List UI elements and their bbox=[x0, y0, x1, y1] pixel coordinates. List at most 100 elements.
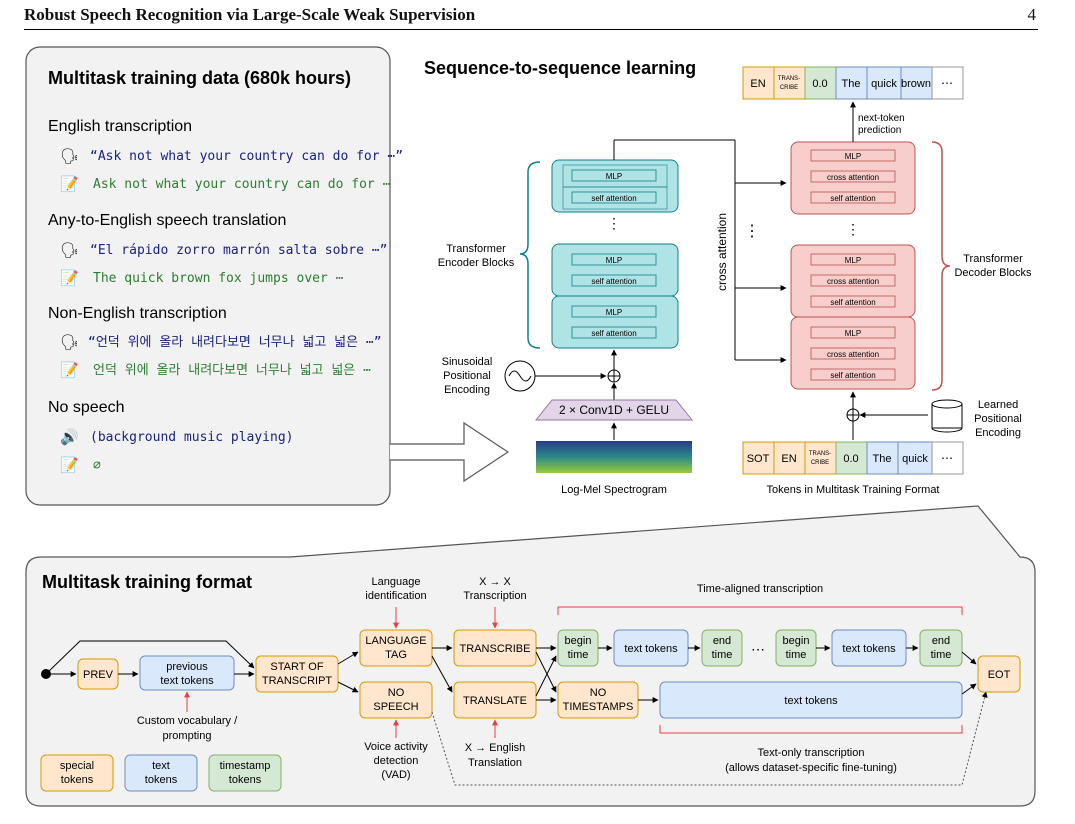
section-heading: Non-English transcription bbox=[48, 305, 227, 322]
notepad-icon: 📝 bbox=[60, 456, 79, 474]
begin-time-label: time bbox=[568, 649, 589, 661]
data-panel: Multitask training data (680k hours) Eng… bbox=[25, 46, 403, 506]
learned-label: Positional bbox=[974, 413, 1022, 425]
token: CRIBE bbox=[780, 85, 798, 91]
lang-id-label: identification bbox=[365, 590, 426, 602]
spectrogram-image bbox=[536, 441, 692, 473]
time-aligned-label: Time-aligned transcription bbox=[697, 583, 823, 595]
speaker-icon: 🗣 bbox=[60, 242, 79, 259]
self-attention-label: self attention bbox=[830, 194, 875, 203]
token: 0.0 bbox=[843, 453, 858, 465]
mlp-label: MLP bbox=[845, 329, 861, 338]
section-heading: No speech bbox=[48, 399, 125, 416]
token: CRIBE bbox=[811, 460, 829, 466]
end-time-token bbox=[919, 629, 963, 667]
token: brown bbox=[901, 78, 931, 90]
prev-text-label: text tokens bbox=[160, 675, 214, 687]
format-panel-title: Multitask training format bbox=[42, 572, 252, 592]
x-to-x-label: X → X bbox=[479, 576, 511, 588]
legend-text-label: tokens bbox=[145, 774, 178, 786]
mlp-label: MLP bbox=[606, 308, 622, 317]
mlp-label: MLP bbox=[845, 152, 861, 161]
decoder-label: Transformer bbox=[963, 253, 1023, 265]
database-icon bbox=[931, 399, 963, 433]
legend-special-label: special bbox=[60, 760, 94, 772]
no-speech-token bbox=[359, 681, 433, 719]
next-token-label: next-token bbox=[858, 113, 905, 124]
vertical-ellipsis: ⋮ bbox=[607, 215, 621, 231]
text-only-bracket bbox=[659, 725, 963, 734]
no-timestamps-label: NO bbox=[590, 687, 607, 699]
token: TRANS- bbox=[778, 76, 800, 82]
running-header: Robust Speech Recognition via Large-Scal… bbox=[24, 5, 1038, 30]
transcript-sample: ∅ bbox=[93, 458, 101, 473]
end-time-label: time bbox=[712, 649, 733, 661]
no-speech-label: NO bbox=[388, 687, 405, 699]
conv-label: 2 × Conv1D + GELU bbox=[559, 403, 669, 417]
positional-label: Sinusoidal bbox=[442, 356, 493, 368]
vertical-ellipsis: ⋮ bbox=[744, 223, 760, 240]
encoder-stack: MLP self attention ⋮ MLP self attention … bbox=[551, 159, 679, 349]
mlp-label: MLP bbox=[606, 256, 622, 265]
output-token-row: EN TRANS- CRIBE 0.0 The quick brown ⋯ bbox=[742, 66, 964, 100]
input-token-row: SOT EN TRANS- CRIBE 0.0 The quick ⋯ bbox=[742, 441, 964, 475]
spectrogram-label: Log-Mel Spectrogram bbox=[561, 484, 667, 496]
cross-attention-label: cross attention bbox=[827, 350, 879, 359]
decoder-brace bbox=[931, 141, 951, 391]
positional-label: Positional bbox=[443, 370, 491, 382]
token: quick bbox=[902, 453, 928, 465]
next-token-label: prediction bbox=[858, 125, 901, 136]
text-tokens-label: text tokens bbox=[624, 643, 678, 655]
vertical-ellipsis: ⋮ bbox=[846, 221, 860, 237]
time-aligned-bracket bbox=[557, 606, 963, 615]
custom-vocab-label: Custom vocabulary / bbox=[137, 715, 238, 727]
begin-time-label: time bbox=[786, 649, 807, 661]
decoder-label: Decoder Blocks bbox=[954, 267, 1032, 279]
encoder-label: Encoder Blocks bbox=[438, 257, 515, 269]
token: ⋯ bbox=[941, 451, 953, 465]
end-time-label: end bbox=[713, 635, 731, 647]
no-speech-label: SPEECH bbox=[373, 701, 418, 713]
token: The bbox=[873, 453, 892, 465]
legend-text-label: text bbox=[152, 760, 170, 772]
text-tokens-label: text tokens bbox=[784, 695, 838, 707]
section-heading: Any-to-English speech translation bbox=[48, 212, 286, 229]
transcript-sample: 언덕 위에 올라 내려다보면 너무나 넓고 넓은 ⋯ bbox=[93, 363, 371, 378]
text-tokens-label: text tokens bbox=[842, 643, 896, 655]
learned-label: Encoding bbox=[975, 427, 1021, 439]
mlp-label: MLP bbox=[606, 172, 622, 181]
tokens-caption: Tokens in Multitask Training Format bbox=[766, 484, 939, 496]
self-attention-label: self attention bbox=[591, 329, 636, 338]
end-time-label: time bbox=[931, 649, 952, 661]
section-heading: English transcription bbox=[48, 118, 192, 135]
speaker-icon: 🗣 bbox=[60, 334, 79, 351]
token: ⋯ bbox=[941, 76, 953, 90]
cross-attention-label: cross attention bbox=[827, 277, 879, 286]
mlp-label: MLP bbox=[845, 256, 861, 265]
start-label: TRANSCRIPT bbox=[262, 675, 333, 687]
begin-time-label: begin bbox=[783, 635, 810, 647]
previous-text-tokens bbox=[139, 655, 235, 691]
seq2seq-title: Sequence-to-sequence learning bbox=[424, 58, 696, 78]
custom-vocab-label: prompting bbox=[163, 730, 212, 742]
legend-timestamp-label: tokens bbox=[229, 774, 262, 786]
start-label: START OF bbox=[270, 661, 323, 673]
vad-label: detection bbox=[374, 755, 419, 767]
token: EN bbox=[781, 453, 796, 465]
audio-sample: (background music playing) bbox=[90, 430, 294, 445]
transcript-sample: Ask not what your country can do for ⋯ bbox=[93, 177, 391, 192]
cross-attention-label: cross attention bbox=[827, 173, 879, 182]
eot-token bbox=[977, 655, 1021, 693]
speaker-icon: 🗣 bbox=[60, 148, 79, 165]
eot-label: EOT bbox=[988, 669, 1011, 681]
token: EN bbox=[750, 78, 765, 90]
token: 0.0 bbox=[812, 78, 827, 90]
x-to-en-label: Translation bbox=[468, 757, 522, 769]
ellipsis: ⋯ bbox=[751, 641, 765, 657]
positional-label: Encoding bbox=[444, 384, 490, 396]
learned-label: Learned bbox=[978, 399, 1018, 411]
notepad-icon: 📝 bbox=[60, 361, 79, 379]
translate-label: TRANSLATE bbox=[463, 695, 527, 707]
end-time-token bbox=[701, 629, 743, 667]
